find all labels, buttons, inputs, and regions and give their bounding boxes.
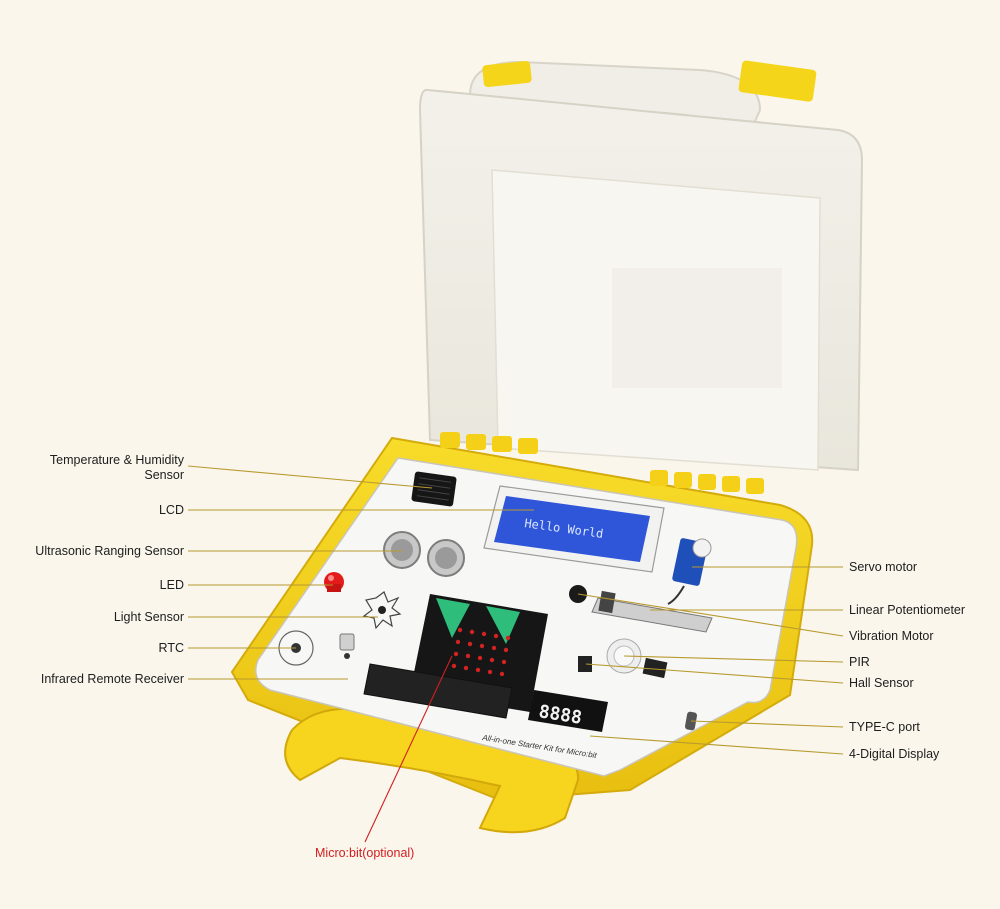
label-led: LED: [159, 578, 184, 592]
ultrasonic-sensor-module: [383, 531, 465, 577]
label-lcd: LCD: [158, 503, 184, 517]
case-lid: [418, 60, 864, 472]
servo-module: [667, 538, 712, 605]
hall-sensor-module: [578, 656, 592, 672]
label-light-sensor: Light Sensor: [113, 610, 184, 624]
lid-latch-right[interactable]: [738, 60, 817, 102]
leader-pir: [623, 655, 844, 663]
leader-type-c: [690, 720, 844, 728]
label-hall-sensor: Hall Sensor: [849, 676, 914, 690]
label-4-digital-display: 4-Digital Display: [849, 747, 940, 761]
leader-lines: [187, 465, 844, 755]
hinge-row-right: [650, 470, 764, 494]
leader-temperature-humidity: [187, 465, 433, 489]
linear-potentiometer-module: [591, 590, 713, 633]
leader-4-digit: [589, 735, 844, 755]
microbit-board: [363, 594, 548, 719]
label-temperature-humidity-sensor: Temperature & Humidity Sensor: [49, 453, 184, 482]
temperature-humidity-module: [411, 471, 457, 507]
label-linear-potentiometer: Linear Potentiometer: [849, 603, 966, 617]
lcd-module: Hello World: [483, 485, 665, 573]
label-vibration-motor: Vibration Motor: [849, 629, 934, 643]
lid-latch-left[interactable]: [482, 60, 532, 88]
hinge-row-left: [440, 432, 538, 454]
label-pir: PIR: [849, 655, 870, 669]
label-servo-motor: Servo motor: [849, 560, 918, 574]
leader-vibration: [577, 593, 844, 637]
leader-hall: [585, 663, 844, 684]
led-module: [324, 572, 344, 592]
label-infrared-remote-receiver: Infrared Remote Receiver: [40, 672, 184, 686]
label-micro-bit-optional: Micro:bit(optional): [315, 846, 415, 860]
light-sensor-module: [362, 591, 402, 630]
leader-microbit: [364, 655, 453, 843]
label-rtc: RTC: [158, 641, 184, 655]
label-ultrasonic-ranging-sensor: Ultrasonic Ranging Sensor: [35, 544, 184, 558]
infrared-receiver-module: [339, 633, 355, 659]
label-type-c-port: TYPE-C port: [849, 720, 920, 734]
